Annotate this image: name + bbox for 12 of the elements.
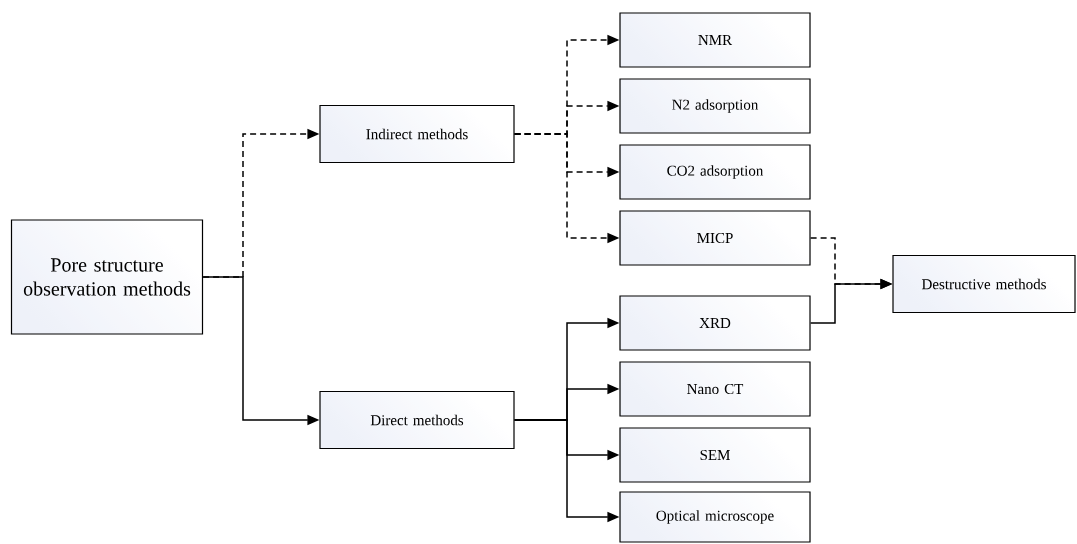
- method-box: MICP: [619, 210, 811, 266]
- method-box: Direct methods: [319, 390, 515, 450]
- method-box: SEM: [619, 427, 811, 483]
- method-box: CO2 adsorption: [619, 144, 811, 200]
- method-box: Destructive methods: [892, 254, 1076, 314]
- method-box: Nano CT: [619, 361, 811, 417]
- method-box: XRD: [619, 295, 811, 351]
- method-box: NMR: [619, 12, 811, 68]
- method-box: Indirect methods: [319, 104, 515, 164]
- method-box: Pore structure observation methods: [10, 219, 204, 335]
- method-box: Optical microscope: [619, 491, 811, 543]
- method-box: N2 adsorption: [619, 78, 811, 134]
